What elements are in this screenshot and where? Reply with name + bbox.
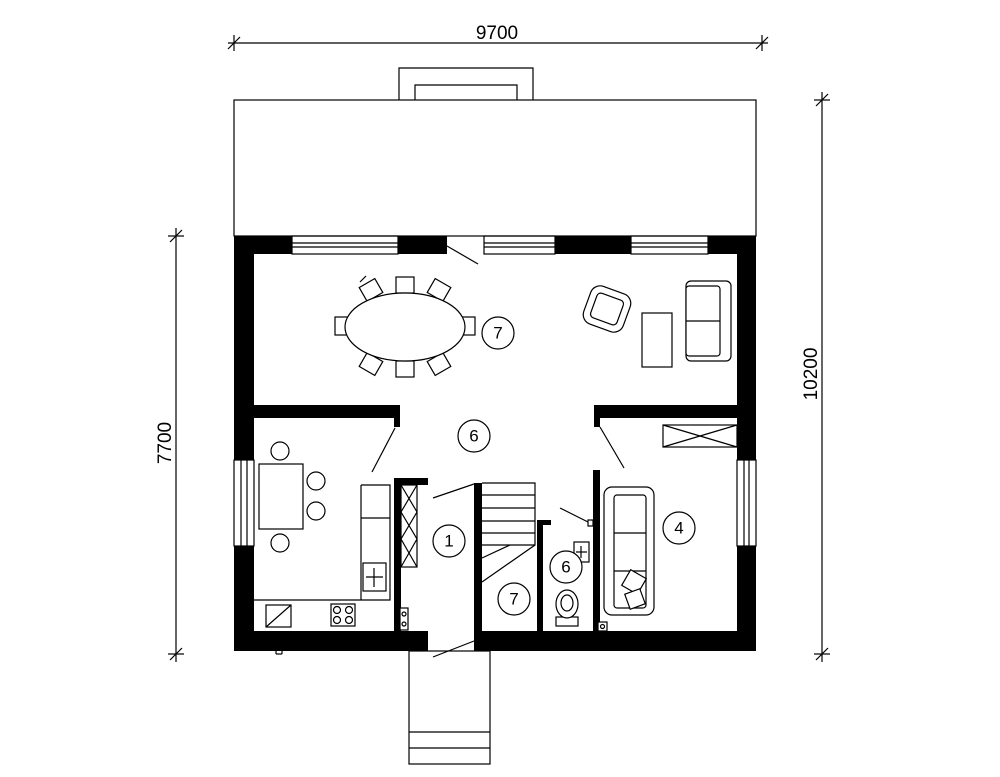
coffee-table <box>641 312 673 368</box>
dimension-top-label: 9700 <box>476 23 518 44</box>
wardrobe <box>399 484 418 631</box>
entrance-steps <box>275 631 491 765</box>
dimension-top: 9700 <box>227 23 769 51</box>
svg-text:7: 7 <box>493 324 502 343</box>
interior-walls <box>254 405 737 658</box>
terrace <box>233 67 757 237</box>
svg-text:1: 1 <box>444 532 453 551</box>
dimension-right-label: 10200 <box>801 348 822 401</box>
bedroom-sofa <box>603 486 655 616</box>
dining-table <box>334 275 476 378</box>
room-label-hall: 6 <box>457 419 491 453</box>
bathroom-fixtures <box>555 541 608 632</box>
svg-text:4: 4 <box>674 519 683 538</box>
dimension-left: 7700 <box>155 228 184 662</box>
living-sofa <box>685 280 732 362</box>
svg-text:6: 6 <box>561 558 570 577</box>
room-label-bedroom: 4 <box>662 511 696 545</box>
windows <box>233 235 757 547</box>
staircase <box>481 482 536 583</box>
dimension-left-label: 7700 <box>155 422 176 464</box>
room-label-stair-storage: 7 <box>497 582 531 616</box>
room-label-vestibule: 1 <box>432 524 466 558</box>
svg-text:6: 6 <box>469 427 478 446</box>
kitchen-table <box>258 441 326 553</box>
room-label-bathroom: 6 <box>549 550 583 584</box>
kitchen-counter <box>254 484 391 628</box>
armchair <box>582 285 632 333</box>
room-label-living-dining: 7 <box>481 316 515 350</box>
dimension-right: 10200 <box>801 92 830 662</box>
svg-text:7: 7 <box>509 590 518 609</box>
